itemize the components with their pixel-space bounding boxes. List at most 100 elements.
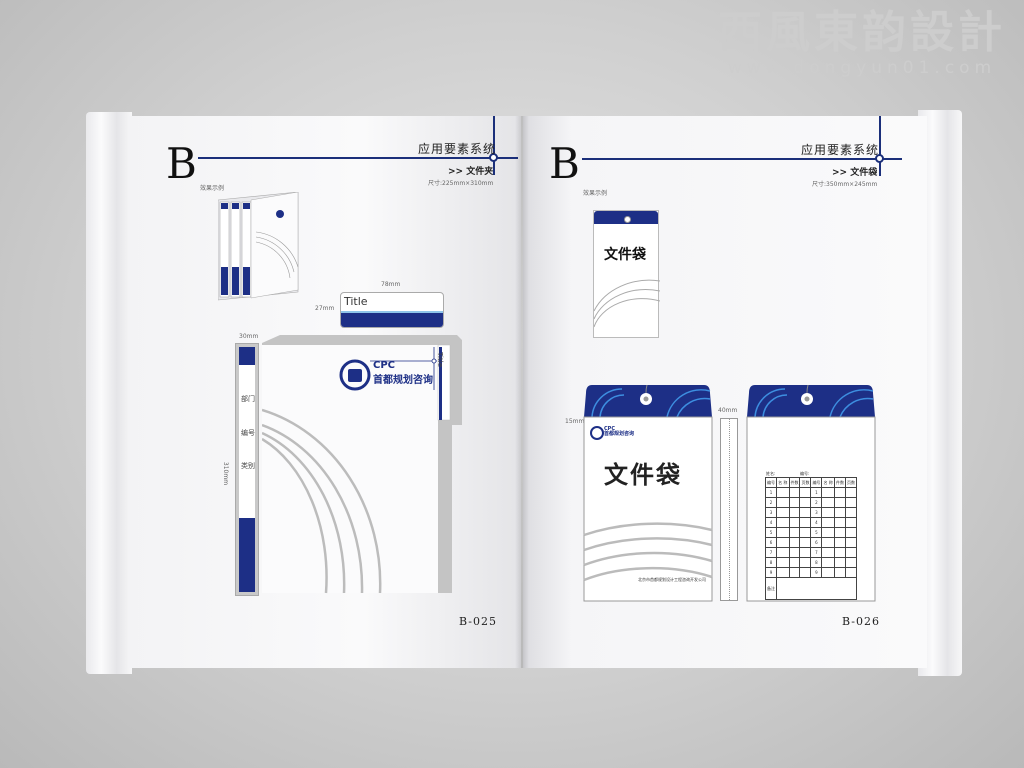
- logo-abbr: CPC: [373, 360, 396, 371]
- form-cell: [799, 487, 812, 498]
- form-cell: [799, 547, 812, 558]
- form-cell: [799, 497, 812, 508]
- form-cell: [844, 507, 858, 518]
- tab-width-dim: 78mm: [381, 281, 401, 288]
- tab-title: Title: [344, 295, 368, 308]
- row-number: 6: [810, 537, 823, 548]
- form-header: 编号: [765, 477, 777, 488]
- form-cell: [775, 507, 790, 518]
- form-cell: [844, 527, 858, 538]
- form-cell: [788, 537, 801, 548]
- form-name-label: 姓名:: [766, 471, 776, 476]
- form-cell: [788, 497, 801, 508]
- form-cell: [799, 507, 812, 518]
- size-spec: 尺寸:350mm×245mm: [812, 181, 878, 188]
- form-cell: [821, 517, 835, 528]
- flap-dim: 15mm: [565, 418, 585, 425]
- form-header: 名 称: [821, 477, 835, 488]
- tab-label-sample: Title: [340, 292, 444, 328]
- form-header: 页数: [799, 477, 812, 488]
- form-cell: [821, 567, 835, 578]
- page-number: B-025: [459, 615, 497, 628]
- form-cell: [844, 537, 858, 548]
- form-cell: [799, 527, 812, 538]
- row-number: 4: [810, 517, 823, 528]
- form-header: 页数: [844, 477, 858, 488]
- form-cell: [788, 547, 801, 558]
- form-cell: [844, 487, 858, 498]
- form-cell: [821, 557, 835, 568]
- section-letter: B: [549, 139, 580, 188]
- form-number-label: 编号:: [800, 471, 810, 476]
- row-number: 2: [765, 497, 777, 508]
- left-page-edges: [86, 112, 132, 674]
- envelope-gusset: [720, 418, 738, 601]
- remarks-label: 备注: [765, 577, 777, 600]
- row-number: 7: [810, 547, 823, 558]
- row-number: 9: [765, 567, 777, 578]
- page-number: B-026: [842, 615, 880, 628]
- form-cell: [833, 557, 846, 568]
- form-header: 件数: [788, 477, 801, 488]
- watermark-url: www.dongyun01.com: [727, 58, 997, 78]
- form-cell: [799, 567, 812, 578]
- form-header: 件数: [833, 477, 846, 488]
- row-number: 1: [765, 487, 777, 498]
- spine: 部门 编号 类别: [235, 343, 259, 596]
- section-title: 应用要素系统: [418, 142, 497, 156]
- form-cell: [821, 487, 835, 498]
- form-cell: [844, 557, 858, 568]
- row-number: 5: [810, 527, 823, 538]
- form-cell: [821, 547, 835, 558]
- form-cell: [775, 517, 790, 528]
- form-cell: [844, 517, 858, 528]
- form-cell: [788, 557, 801, 568]
- envelope-mockup-title: 文件袋: [604, 247, 646, 263]
- section-letter: B: [166, 139, 197, 188]
- form-cell: [775, 527, 790, 538]
- section-subtitle: >> 文件袋: [832, 168, 878, 178]
- row-number: 3: [765, 507, 777, 518]
- section-title: 应用要素系统: [801, 143, 880, 157]
- folder-cover: [262, 335, 462, 594]
- row-number: 6: [765, 537, 777, 548]
- form-cell: [775, 557, 790, 568]
- row-number: 2: [810, 497, 823, 508]
- form-cell: [821, 537, 835, 548]
- form-cell: [788, 567, 801, 578]
- form-header: 编号: [810, 477, 823, 488]
- folder-tab-label: Title: [436, 352, 444, 368]
- row-number: 8: [810, 557, 823, 568]
- form-cell: [833, 507, 846, 518]
- caption: 效果示例: [200, 185, 225, 192]
- form-cell: [775, 547, 790, 558]
- form-cell: [844, 497, 858, 508]
- size-spec: 尺寸:225mm×310mm: [428, 180, 494, 187]
- gusset-dim: 40mm: [718, 407, 738, 414]
- form-cell: [788, 507, 801, 518]
- form-cell: [821, 527, 835, 538]
- form-cell: [833, 537, 846, 548]
- form-cell: [833, 547, 846, 558]
- form-cell: [788, 487, 801, 498]
- form-cell: [844, 567, 858, 578]
- spine-label: 类别: [241, 462, 255, 470]
- envelope-mockup: 文件袋: [593, 210, 660, 338]
- form-cell: [833, 497, 846, 508]
- row-number: 3: [810, 507, 823, 518]
- caption: 效果示例: [583, 190, 608, 197]
- form-cell: [833, 517, 846, 528]
- form-cell: [799, 557, 812, 568]
- form-cell: [821, 497, 835, 508]
- watermark: 西風東韵設計 www.dongyun01.com: [718, 8, 1006, 79]
- envelope-front: [583, 385, 713, 602]
- form-header: 名 称: [775, 477, 790, 488]
- form-cell: [833, 487, 846, 498]
- binders-mockup: [218, 192, 299, 301]
